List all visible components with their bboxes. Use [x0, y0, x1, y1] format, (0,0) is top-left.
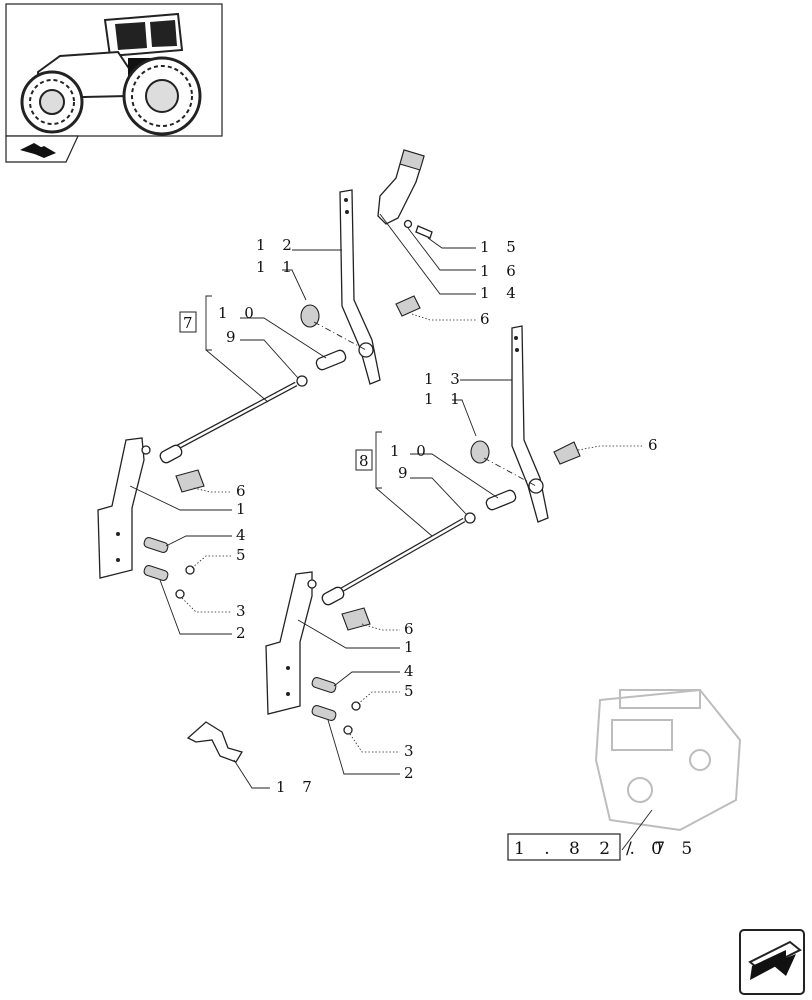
section-tab[interactable]	[5, 135, 79, 163]
clip-3-left	[175, 589, 185, 599]
next-page-button[interactable]	[739, 929, 805, 995]
pin-4-left	[143, 537, 169, 553]
clip-6-lower	[341, 607, 371, 631]
clip-6-upper	[395, 295, 421, 317]
label-9-upper: 9	[226, 328, 242, 346]
clip-6-right	[553, 441, 581, 465]
svg-text:8: 8	[359, 452, 369, 470]
bushing-11-lower	[470, 440, 490, 464]
label-16: 1 6	[480, 262, 522, 280]
lever-1-right	[265, 571, 317, 715]
label-10-upper: 1 0	[218, 304, 260, 322]
label-15: 1 5	[480, 238, 522, 256]
label-6-right: 6	[648, 436, 664, 454]
label-4-right: 4	[404, 662, 420, 680]
clip-6-left	[175, 469, 205, 493]
label-13: 1 3	[424, 370, 466, 388]
leader-lines	[129, 213, 644, 789]
reference-suffix: / 0 5	[626, 839, 699, 859]
washer-9-lower	[464, 512, 476, 524]
label-9-lower: 9	[398, 464, 414, 482]
label-17: 1 7	[276, 778, 318, 796]
reference-main: 1 . 8 2 . 7	[514, 839, 672, 859]
section-reference[interactable]: 1 . 8 2 . 7 / 0 5	[507, 833, 699, 861]
bracket-17	[186, 721, 243, 763]
clip-3-right	[343, 725, 353, 735]
lever-1-left	[97, 437, 151, 579]
valve-assembly[interactable]	[594, 688, 742, 832]
ref-leader	[621, 809, 653, 851]
washer-9-upper	[296, 375, 308, 387]
label-10-lower: 1 0	[390, 442, 432, 460]
washer-16	[403, 219, 413, 229]
label-2-right: 2	[404, 764, 420, 782]
handle-14	[377, 149, 425, 225]
label-4-left: 4	[236, 526, 252, 544]
label-12: 1 2	[256, 236, 298, 254]
label-1-right: 1	[404, 638, 420, 656]
kit-ref-8[interactable]: 8	[355, 449, 373, 471]
label-6-left: 6	[236, 482, 252, 500]
kit-ref-7[interactable]: 7	[179, 311, 197, 333]
label-6-upper: 6	[480, 310, 496, 328]
label-11-lower: 1 1	[424, 390, 466, 408]
label-6-lower: 6	[404, 620, 420, 638]
label-1-left: 1	[236, 500, 252, 518]
callout-labels: 1 2 1 1 1 0 9 1 5 1 6 1 4 6 6 1 4 5 3 2 …	[218, 236, 664, 796]
pin-2-right	[311, 705, 337, 721]
bolt-15	[403, 219, 433, 239]
tractor-thumbnail[interactable]	[5, 3, 223, 137]
label-2-left: 2	[236, 624, 252, 642]
lever-13	[511, 325, 549, 523]
pin-10-lower	[485, 489, 517, 511]
pin-4-right	[311, 677, 337, 693]
label-5-right: 5	[404, 682, 420, 700]
pin-10-upper	[315, 349, 347, 371]
lever-12	[339, 189, 381, 385]
bushing-11-upper	[300, 304, 320, 328]
label-5-left: 5	[236, 546, 252, 564]
label-11-upper: 1 1	[256, 258, 298, 276]
svg-text:7: 7	[183, 314, 193, 332]
label-14: 1 4	[480, 284, 522, 302]
label-3-left: 3	[236, 602, 252, 620]
pin-2-left	[143, 565, 169, 581]
label-3-right: 3	[404, 742, 420, 760]
arrow-icon	[750, 950, 796, 980]
